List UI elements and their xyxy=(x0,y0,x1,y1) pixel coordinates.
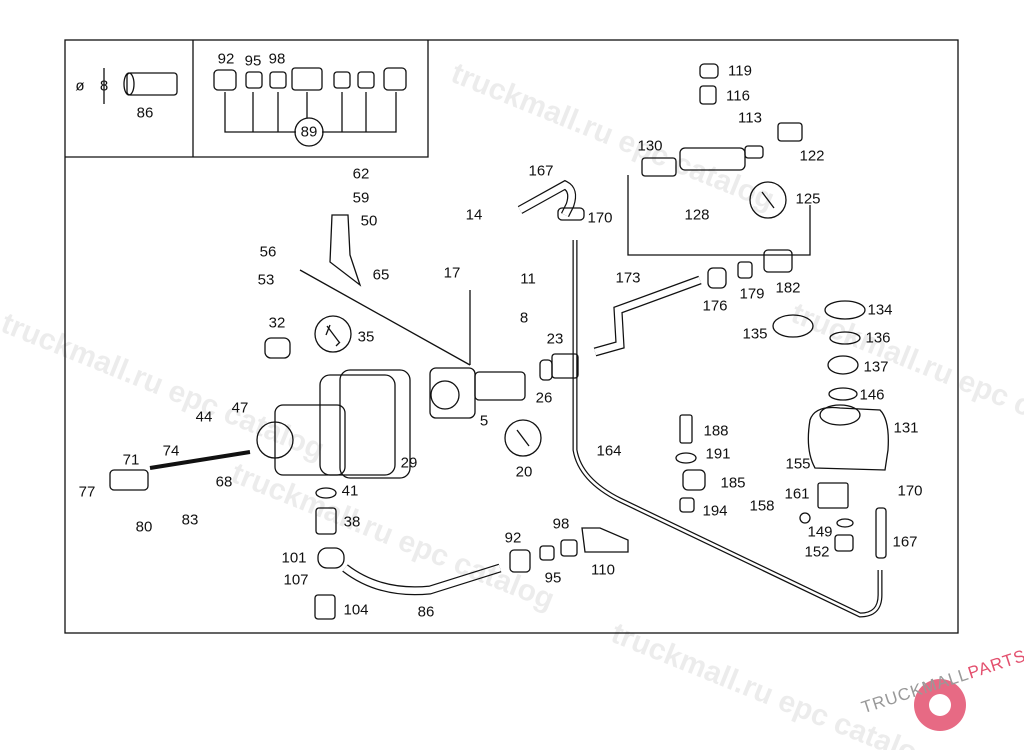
part-number-label: 98 xyxy=(552,515,570,533)
wrench-icon xyxy=(504,419,542,457)
part-number-label: 194 xyxy=(702,502,728,520)
part-number-label: 104 xyxy=(343,601,369,619)
part-number-label: 173 xyxy=(615,269,641,287)
part-number-label: 134 xyxy=(867,301,893,319)
part-number-label: 116 xyxy=(726,87,750,105)
part-number-label: 35 xyxy=(357,328,375,346)
part-number-label: 95 xyxy=(544,569,562,587)
part-number-label: 8 xyxy=(519,309,529,327)
part-number-label: 86 xyxy=(417,603,435,621)
part-number-label: 130 xyxy=(637,137,663,155)
part-number-label: 191 xyxy=(705,445,731,463)
part-number-label: 26 xyxy=(535,389,553,407)
part-number-label: 135 xyxy=(742,325,768,343)
inset-frame xyxy=(65,40,429,158)
part-number-label: 50 xyxy=(360,212,378,230)
part-number-label: 44 xyxy=(195,408,213,426)
hose-end xyxy=(123,72,135,96)
part-number-label: 155 xyxy=(785,455,811,473)
part-number-label: 20 xyxy=(515,463,533,481)
part-number-label: 188 xyxy=(703,422,729,440)
part-number-label: 92 xyxy=(504,529,522,547)
part-number-label: 41 xyxy=(341,482,359,500)
part-number-label: 92 xyxy=(217,50,235,68)
part-number-label: 98 xyxy=(268,50,286,68)
part-number-label: 152 xyxy=(804,543,830,561)
part-number-label: 17 xyxy=(443,264,461,282)
fittings-row xyxy=(213,67,407,147)
part-number-label: 185 xyxy=(720,474,746,492)
part-number-label: 86 xyxy=(136,104,154,122)
fluid-reservoir xyxy=(772,300,889,471)
part-number-label: 158 xyxy=(749,497,775,515)
part-number-label: 62 xyxy=(352,165,370,183)
clutch-master-cylinder xyxy=(429,290,579,419)
part-number-label: 137 xyxy=(863,358,889,376)
part-number-label: 65 xyxy=(372,266,390,284)
part-number-label: 14 xyxy=(465,206,483,224)
part-number-label: 149 xyxy=(807,523,833,541)
part-number-label: 170 xyxy=(587,209,613,227)
part-number-label: 59 xyxy=(352,189,370,207)
part-number-label: 119 xyxy=(728,62,752,80)
small-parts xyxy=(109,207,854,620)
diagram-frame xyxy=(64,39,959,634)
part-number-label: 23 xyxy=(546,330,564,348)
part-number-label: 113 xyxy=(738,109,762,127)
part-number-label: 68 xyxy=(215,473,233,491)
part-number-label: 74 xyxy=(162,442,180,460)
part-number-label: 47 xyxy=(231,399,249,417)
wrench-icon xyxy=(314,315,352,353)
wrench-icon xyxy=(749,181,787,219)
part-number-label: 182 xyxy=(775,279,801,297)
part-number-label: 89 xyxy=(300,123,318,141)
part-number-label: 167 xyxy=(528,162,554,180)
part-number-label: 53 xyxy=(257,271,275,289)
part-number-label: 38 xyxy=(343,513,361,531)
part-number-label: 77 xyxy=(78,483,96,501)
part-number-label: 164 xyxy=(596,442,622,460)
part-number-label: 167 xyxy=(892,533,918,551)
part-number-label: 122 xyxy=(799,147,825,165)
part-number-label: 83 xyxy=(181,511,199,529)
part-number-label: 71 xyxy=(122,451,140,469)
part-number-label: 11 xyxy=(520,270,536,288)
part-number-label: 128 xyxy=(684,206,710,224)
part-number-label: 161 xyxy=(784,485,810,503)
slave-cylinder xyxy=(627,63,811,256)
part-number-label: 56 xyxy=(259,243,277,261)
part-number-label: 146 xyxy=(859,386,885,404)
part-number-label: 32 xyxy=(268,314,286,332)
part-number-label: 101 xyxy=(281,549,307,567)
part-number-label: 179 xyxy=(739,285,765,303)
hose-part xyxy=(126,72,178,96)
hose-167b xyxy=(875,507,887,559)
part-number-label: 176 xyxy=(702,297,728,315)
part-number-label: 170 xyxy=(897,482,923,500)
part-number-label: 136 xyxy=(865,329,891,347)
part-number-label: 110 xyxy=(591,561,615,579)
part-number-label: 8 xyxy=(99,77,109,95)
part-number-label: 131 xyxy=(893,419,919,437)
hose-173 xyxy=(593,275,702,357)
part-number-label: 5 xyxy=(479,412,489,430)
part-number-label: 95 xyxy=(244,52,262,70)
part-number-label: 29 xyxy=(400,454,418,472)
clutch-servo xyxy=(149,369,411,479)
part-number-label: ø xyxy=(75,77,85,95)
part-number-label: 125 xyxy=(795,190,821,208)
part-number-label: 107 xyxy=(283,571,309,589)
part-number-label: 80 xyxy=(135,518,153,536)
